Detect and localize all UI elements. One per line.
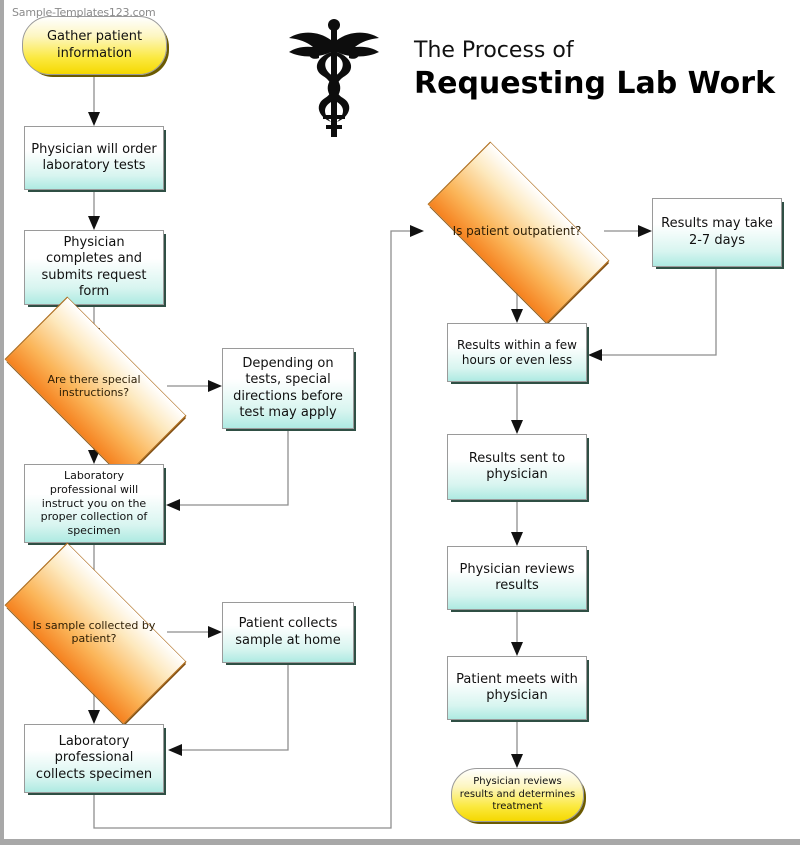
node-depending-on-tests-special-directions[interactable]: Depending on tests, special directions b…: [222, 348, 354, 429]
node-physician-reviews-results-determines-treatment[interactable]: Physician reviews results and determines…: [451, 768, 584, 822]
node-label: Results within a few hours or even less: [457, 337, 577, 367]
node-laboratory-professional-will-instruct[interactable]: Laboratory professional will instruct yo…: [24, 464, 164, 543]
node-label: Patient collects sample at home: [235, 616, 341, 648]
node-physician-completes-and-submits-request-form[interactable]: Physician completes and submits request …: [24, 230, 164, 305]
node-is-sample-collected-by-patient[interactable]: Is sample collected by patient?: [4, 541, 187, 725]
node-label: Physician completes and submits request …: [41, 235, 147, 299]
node-label: Depending on tests, special directions b…: [233, 356, 343, 420]
node-laboratory-professional-collects-specimen[interactable]: Laboratory professional collects specime…: [24, 724, 164, 793]
node-label: Results may take 2-7 days: [661, 216, 773, 248]
page-title: The Process of Requesting Lab Work: [414, 38, 794, 102]
node-results-may-take-2-7-days[interactable]: Results may take 2-7 days: [652, 198, 782, 267]
node-label: Laboratory professional will instruct yo…: [40, 469, 148, 538]
title-line-2: Requesting Lab Work: [414, 66, 776, 102]
node-label: Gather patient information: [46, 29, 143, 61]
caduceus-icon: [279, 12, 389, 142]
node-label: Physician will order laboratory tests: [31, 141, 157, 173]
node-results-within-a-few-hours[interactable]: Results within a few hours or even less: [447, 323, 587, 382]
title-line-1: The Process of: [414, 38, 574, 63]
node-is-patient-outpatient[interactable]: Is patient outpatient?: [426, 140, 610, 324]
watermark-text: Sample-Templates123.com: [12, 6, 156, 19]
node-label: Patient meets with physician: [456, 671, 578, 703]
node-results-sent-to-physician[interactable]: Results sent to physician: [447, 434, 587, 500]
node-patient-meets-with-physician[interactable]: Patient meets with physician: [447, 656, 587, 720]
node-patient-collects-sample-at-home[interactable]: Patient collects sample at home: [222, 602, 354, 663]
node-label: Results sent to physician: [468, 450, 566, 482]
connector-layer: [88, 75, 717, 829]
node-label: Is patient outpatient?: [452, 223, 582, 238]
node-label: Physician reviews results and determines…: [459, 776, 576, 813]
node-gather-patient-information[interactable]: Gather patient information: [22, 16, 167, 75]
node-label: Physician reviews results: [459, 561, 575, 593]
node-label: Are there special instructions?: [47, 372, 141, 399]
node-label: Laboratory professional collects specime…: [35, 734, 153, 782]
node-are-there-special-instructions[interactable]: Are there special instructions?: [4, 295, 187, 479]
node-label: Is sample collected by patient?: [32, 618, 156, 645]
node-physician-will-order-laboratory-tests[interactable]: Physician will order laboratory tests: [24, 126, 164, 190]
node-physician-reviews-results[interactable]: Physician reviews results: [447, 546, 587, 610]
